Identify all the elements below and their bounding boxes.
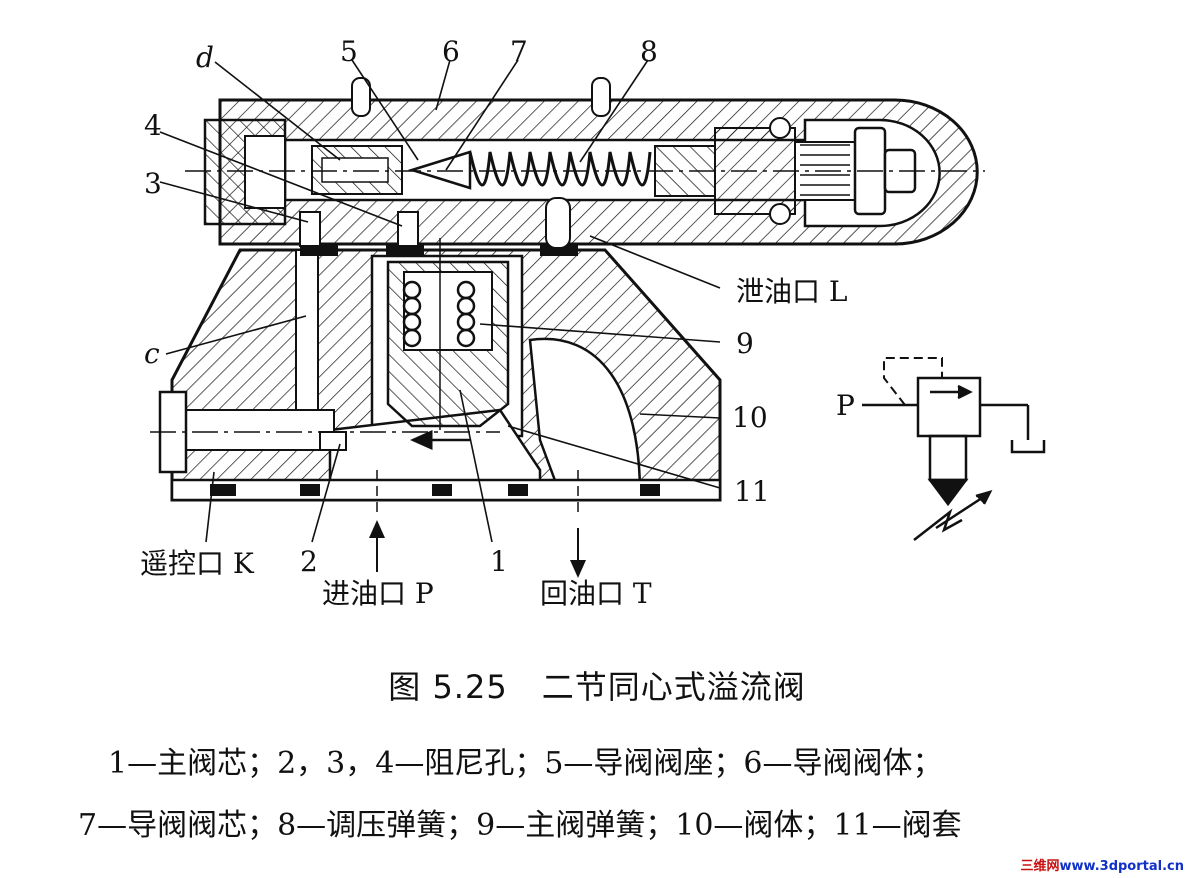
label-4: 4 (144, 109, 162, 142)
label-7: 7 (510, 35, 528, 68)
label-outlet-port: 回油口 T (540, 577, 652, 610)
relief-valve-symbol (862, 357, 1046, 541)
watermark: 三维网www.3dportal.cn (1021, 855, 1185, 874)
label-6: 6 (442, 35, 460, 68)
figure-number: 图 5.25 (388, 668, 508, 706)
label-9: 9 (736, 327, 754, 360)
label-2: 2 (300, 545, 318, 578)
label-leak-port: 泄油口 L (736, 275, 848, 308)
label-c: c (144, 337, 160, 370)
figure-title: 二节同心式溢流阀 (541, 668, 806, 706)
adjusting-spring (468, 151, 652, 187)
valve-cross-section-drawing (150, 59, 1046, 578)
locating-pins (351, 77, 611, 117)
label-inlet-port: 进油口 P (322, 577, 434, 610)
pilot-seat (311, 145, 403, 195)
label-8: 8 (640, 35, 658, 68)
label-3: 3 (144, 167, 162, 200)
legend-line-1: 1—主阀芯；2，3，4—阻尼孔；5—导阀阀座；6—导阀阀体； (108, 746, 943, 781)
label-remote-port: 遥控口 K (140, 547, 254, 580)
figure-caption: 图 5.25 二节同心式溢流阀 (0, 662, 1194, 708)
watermark-url: www.3dportal.cn (1059, 859, 1184, 874)
legend-line-2: 7—导阀阀芯；8—调压弹簧；9—主阀弹簧；10—阀体；11—阀套 (78, 808, 962, 843)
watermark-site: 三维网 (1020, 859, 1060, 874)
leader-lines (159, 59, 721, 543)
label-11: 11 (734, 475, 770, 508)
label-10: 10 (732, 401, 768, 434)
damping-orifices (299, 211, 419, 451)
pilot-poppet (407, 150, 472, 190)
label-5: 5 (340, 35, 358, 68)
label-symbol-p: P (836, 389, 855, 422)
main-spring (402, 280, 476, 348)
main-spool (386, 260, 510, 428)
label-1: 1 (490, 545, 508, 578)
label-d: d (196, 41, 214, 74)
